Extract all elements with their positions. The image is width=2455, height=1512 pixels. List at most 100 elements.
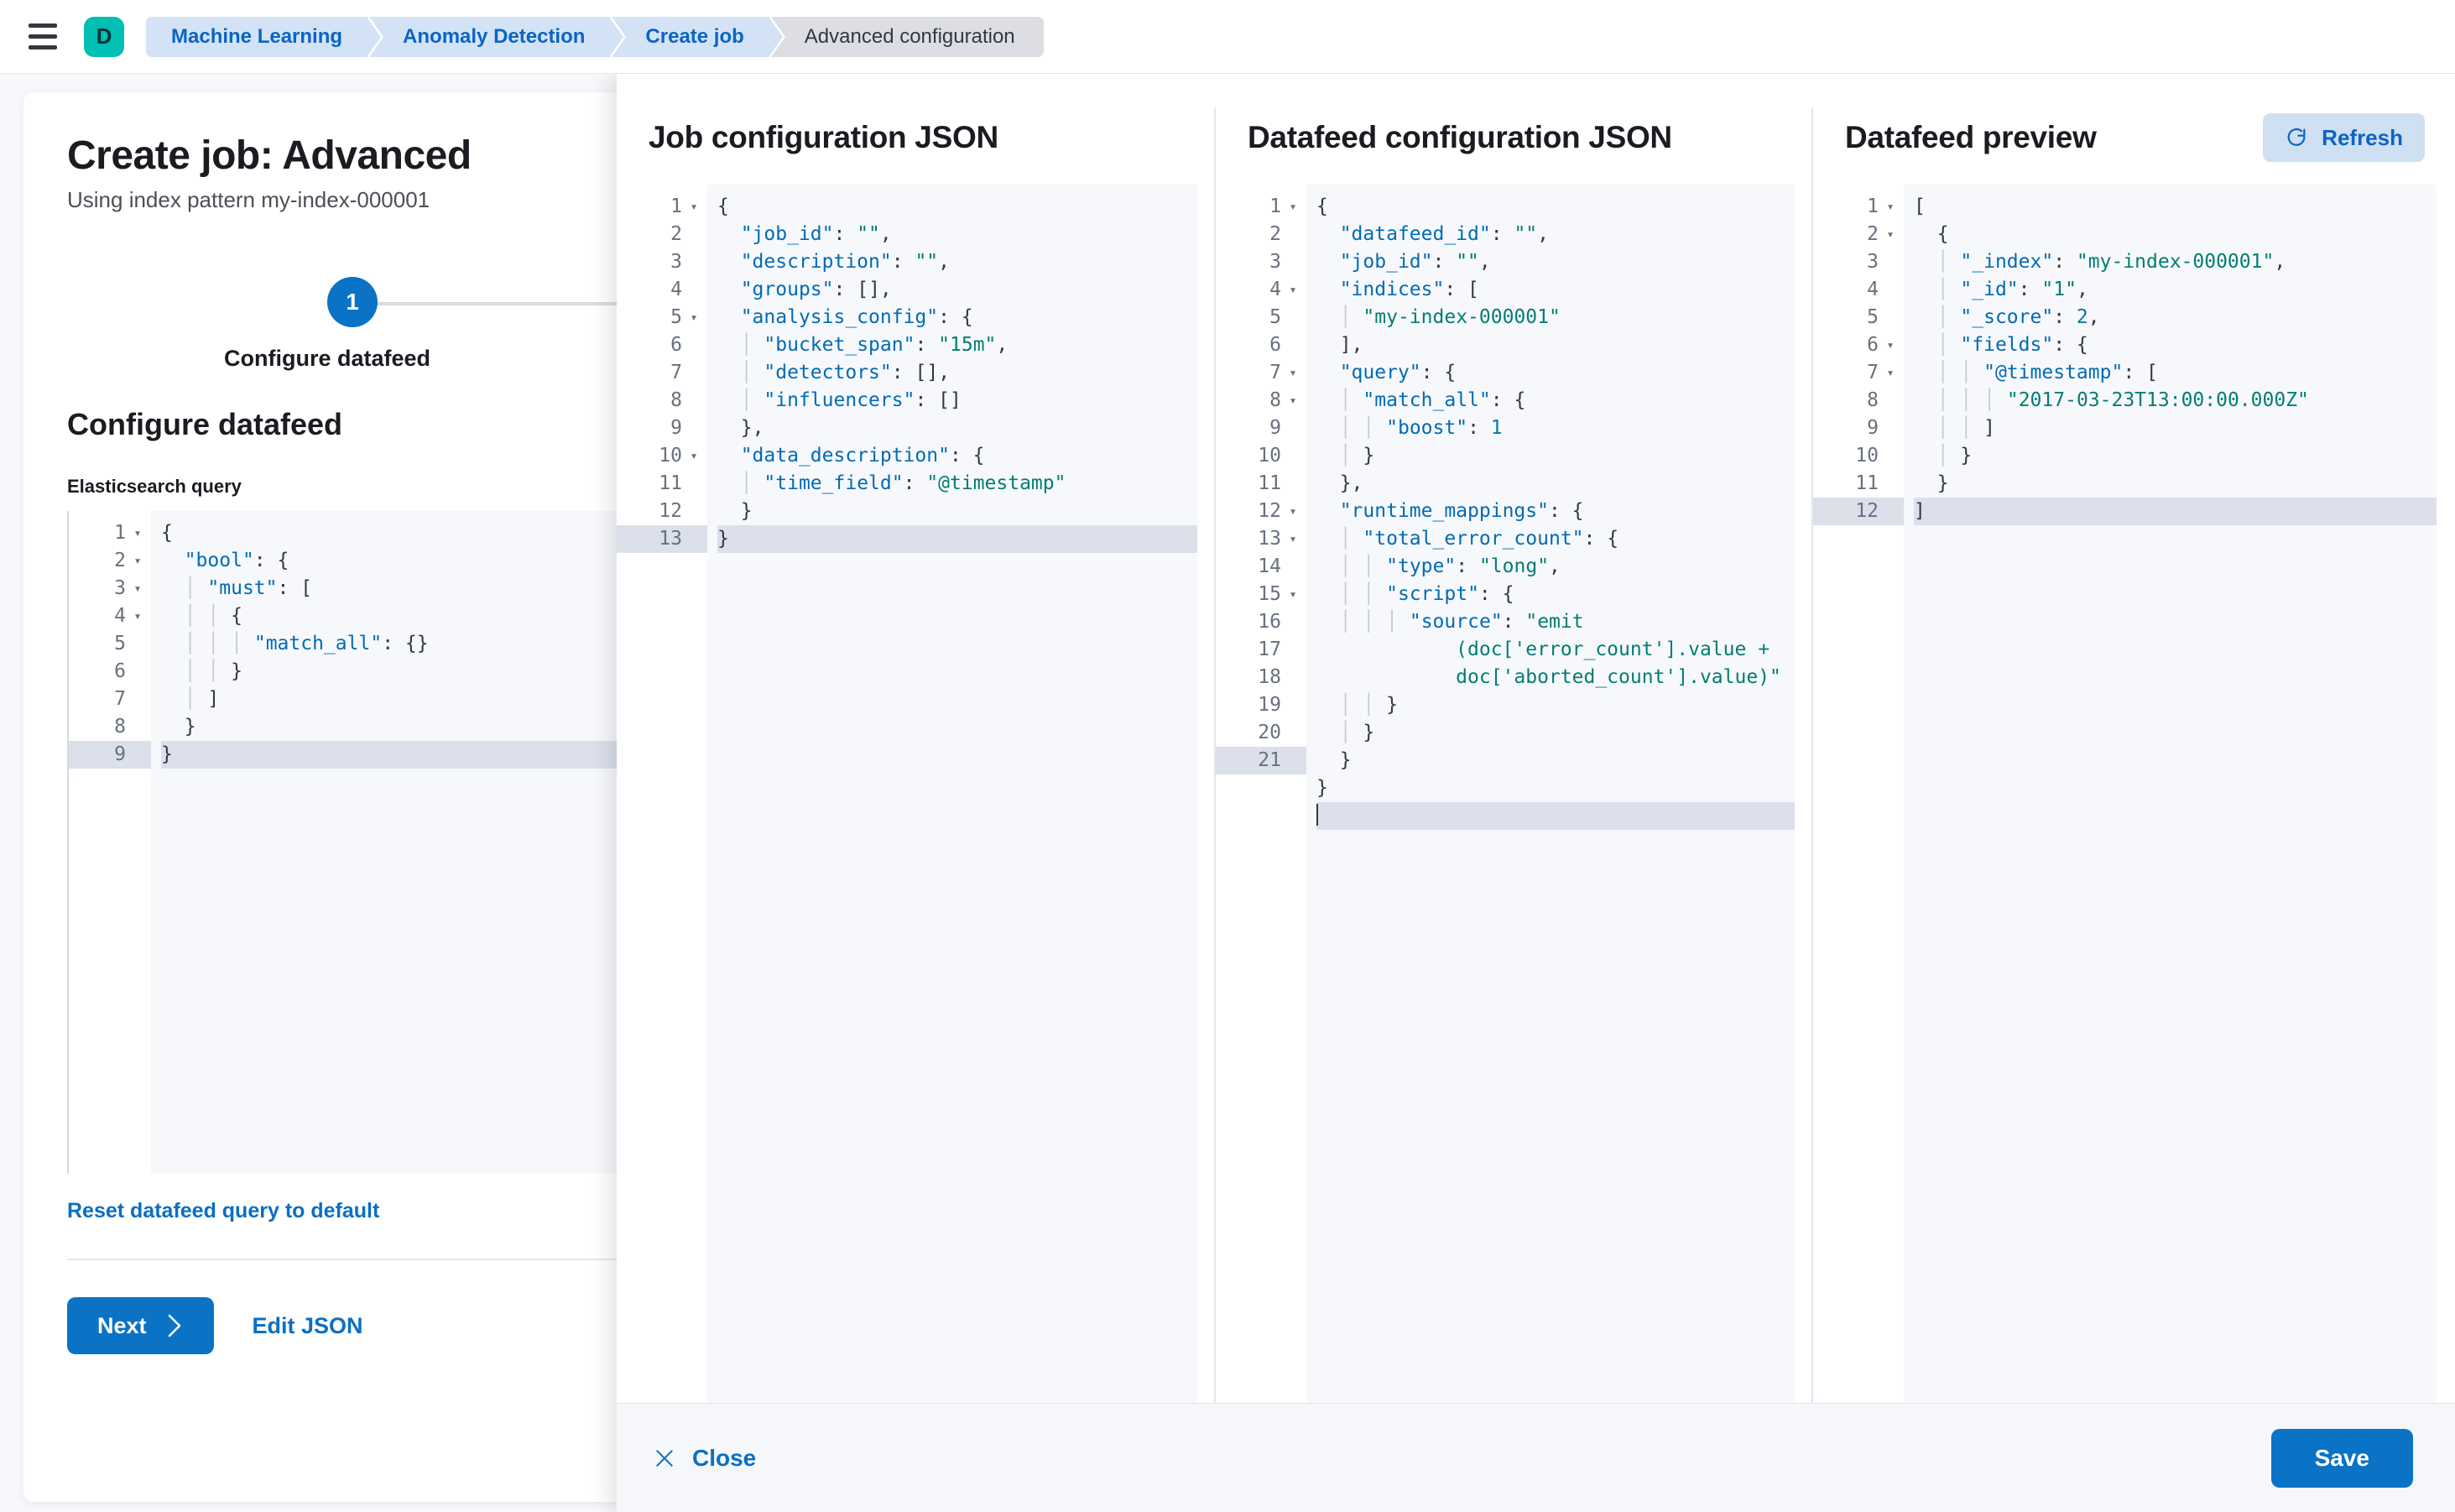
elasticsearch-query-label: Elasticsearch query bbox=[67, 476, 242, 497]
code-line: { bbox=[1316, 196, 1328, 217]
editor-code-area[interactable]: { "job_id": "", "description": "", "grou… bbox=[707, 185, 1197, 1403]
line-number: 1▾ bbox=[114, 522, 142, 544]
line-number: 21 bbox=[1216, 747, 1306, 774]
code-line: │ │ "script": { bbox=[1339, 583, 1514, 605]
datafeed-preview-title: Datafeed preview bbox=[1845, 120, 2097, 154]
line-number: 9 bbox=[69, 741, 151, 769]
line-number: 7▾ bbox=[1867, 362, 1895, 383]
code-line: │ "detectors": [], bbox=[740, 362, 951, 383]
top-navigation-bar: D Machine Learning Anomaly Detection Cre… bbox=[0, 0, 2455, 74]
editor-code-area[interactable]: { "datafeed_id": "", "job_id": "", "indi… bbox=[1306, 185, 1795, 1403]
refresh-button[interactable]: Refresh bbox=[2263, 113, 2425, 162]
line-number: 8▾ bbox=[1269, 389, 1297, 411]
hamburger-menu-icon[interactable] bbox=[29, 19, 64, 55]
line-number: 13▾ bbox=[1258, 528, 1297, 550]
stepper-connector-line bbox=[367, 302, 863, 305]
app-logo[interactable]: D bbox=[84, 16, 124, 57]
code-line: │ "must": [ bbox=[184, 577, 313, 599]
reset-datafeed-query-link[interactable]: Reset datafeed query to default bbox=[67, 1199, 380, 1223]
page-title: Create job: Advanced bbox=[67, 133, 472, 178]
code-line: } bbox=[184, 716, 196, 738]
line-number: 8 bbox=[114, 716, 126, 738]
line-number: 4 bbox=[670, 279, 682, 300]
edit-json-button[interactable]: Edit JSON bbox=[252, 1312, 363, 1338]
line-number: 5 bbox=[114, 633, 126, 654]
breadcrumb-item-machine-learning[interactable]: Machine Learning bbox=[146, 16, 382, 57]
editor-code-area[interactable]: [ { │ "_index": "my-index-000001", │ "_i… bbox=[1904, 185, 2437, 1403]
line-number: 7 bbox=[114, 688, 126, 710]
hamburger-bar bbox=[29, 34, 57, 39]
code-line: │ "time_field": "@timestamp" bbox=[740, 472, 1066, 494]
line-number: 8 bbox=[1867, 389, 1879, 411]
datafeed-preview-header: Datafeed preview Refresh bbox=[1813, 107, 2453, 168]
line-number: 9 bbox=[1269, 417, 1281, 439]
line-number: 5▾ bbox=[670, 306, 698, 328]
line-number: 20 bbox=[1258, 722, 1281, 743]
code-line: │ │ "type": "long", bbox=[1339, 555, 1561, 577]
code-line: │ │ ] bbox=[1936, 417, 1995, 439]
line-number: 10 bbox=[1258, 445, 1281, 467]
code-line: │ │ │ "match_all": {} bbox=[184, 633, 429, 654]
line-number: 10 bbox=[1855, 445, 1879, 467]
code-line: "job_id": "", bbox=[740, 223, 892, 245]
job-configuration-header: Job configuration JSON bbox=[617, 107, 1214, 168]
stepper-step-1-label: Configure datafeed bbox=[223, 346, 431, 371]
breadcrumb-item-advanced-configuration[interactable]: Advanced configuration bbox=[770, 16, 1044, 57]
breadcrumb-item-anomaly-detection[interactable]: Anomaly Detection bbox=[369, 16, 624, 57]
line-number: 4 bbox=[1867, 279, 1879, 300]
line-number: 3 bbox=[1867, 251, 1879, 273]
code-line: │ "influencers": [] bbox=[740, 389, 962, 411]
line-number: 4▾ bbox=[114, 605, 142, 627]
line-number: 11 bbox=[1855, 472, 1879, 494]
stepper-step-1[interactable]: 1 bbox=[327, 277, 378, 327]
code-line: │ │ } bbox=[1339, 694, 1398, 716]
job-configuration-title: Job configuration JSON bbox=[649, 120, 998, 154]
code-line: "groups": [], bbox=[740, 279, 892, 300]
code-line: "datafeed_id": "", bbox=[1339, 223, 1549, 245]
page-footer-actions: Next Edit JSON bbox=[67, 1297, 819, 1354]
line-number: 12 bbox=[659, 500, 682, 522]
line-number: 15▾ bbox=[1258, 583, 1297, 605]
divider bbox=[67, 1259, 819, 1260]
code-line: │ "_id": "1", bbox=[1936, 279, 2088, 300]
line-number: 10▾ bbox=[659, 445, 698, 467]
code-line: │ "total_error_count": { bbox=[1339, 528, 1619, 550]
line-number: 11 bbox=[659, 472, 682, 494]
code-line: │ "match_all": { bbox=[1339, 389, 1526, 411]
code-line: │ "bucket_span": "15m", bbox=[740, 334, 1009, 356]
code-line: "indices": [ bbox=[1339, 279, 1479, 300]
line-number: 2▾ bbox=[1867, 223, 1895, 245]
close-x-icon bbox=[654, 1447, 675, 1469]
line-number: 5 bbox=[1867, 306, 1879, 328]
code-line bbox=[1316, 802, 1795, 830]
code-line: "query": { bbox=[1339, 362, 1457, 383]
next-button[interactable]: Next bbox=[67, 1297, 214, 1354]
save-button[interactable]: Save bbox=[2270, 1428, 2413, 1488]
breadcrumb-item-create-job[interactable]: Create job bbox=[612, 16, 784, 57]
line-number: 2▾ bbox=[114, 550, 142, 571]
close-button[interactable]: Close bbox=[654, 1445, 756, 1472]
line-number: 1▾ bbox=[1867, 196, 1895, 217]
code-line: │ } bbox=[1339, 445, 1375, 467]
refresh-icon bbox=[2285, 126, 2308, 149]
code-line: │ "my-index-000001" bbox=[1339, 306, 1561, 328]
line-number: 19 bbox=[1258, 694, 1281, 716]
code-line: { bbox=[717, 196, 729, 217]
line-number: 11 bbox=[1258, 472, 1281, 494]
line-number: 7 bbox=[670, 362, 682, 383]
code-line: } bbox=[1339, 749, 1352, 771]
code-line: }, bbox=[1339, 472, 1363, 494]
code-line: │ │ { bbox=[184, 605, 242, 627]
